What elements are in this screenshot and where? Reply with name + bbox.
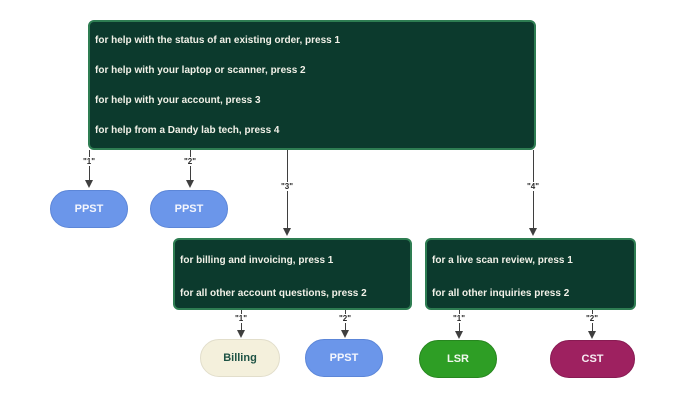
- node-label: PPST: [174, 203, 204, 215]
- arrowhead-icon: [454, 331, 463, 339]
- edge-label: "2": [584, 314, 600, 323]
- arrowhead-icon: [282, 228, 291, 236]
- node-billing: Billing: [200, 339, 280, 377]
- node-label: PPST: [74, 203, 104, 215]
- node-label: Billing: [223, 352, 257, 364]
- arrowhead-icon: [587, 331, 596, 339]
- node-ppst-3: PPST: [305, 339, 383, 377]
- edge-label: "1": [81, 157, 97, 166]
- lab-option-1: for a live scan review, press 1: [432, 255, 573, 266]
- menu-option-1: for help with the status of an existing …: [95, 35, 341, 46]
- menu-option-2: for help with your laptop or scanner, pr…: [95, 65, 306, 76]
- lab-option-2: for all other inquiries press 2: [432, 288, 570, 299]
- node-label: CST: [581, 353, 604, 365]
- account-menu-box: for billing and invoicing, press 1 for a…: [173, 238, 412, 310]
- lab-tech-menu-box: for a live scan review, press 1 for all …: [425, 238, 636, 310]
- arrowhead-icon: [185, 180, 194, 188]
- node-ppst-2: PPST: [150, 190, 228, 228]
- edge-label: "3": [279, 182, 295, 191]
- node-ppst-1: PPST: [50, 190, 128, 228]
- menu-option-4: for help from a Dandy lab tech, press 4: [95, 125, 280, 136]
- account-option-1: for billing and invoicing, press 1: [180, 255, 334, 266]
- arrowhead-icon: [236, 330, 245, 338]
- node-cst: CST: [550, 340, 635, 378]
- edge-label: "2": [182, 157, 198, 166]
- main-menu-box: for help with the status of an existing …: [88, 20, 536, 150]
- edge-label: "1": [233, 314, 249, 323]
- account-option-2: for all other account questions, press 2: [180, 288, 367, 299]
- node-lsr: LSR: [419, 340, 497, 378]
- edge-label: "1": [451, 314, 467, 323]
- node-label: LSR: [447, 353, 469, 365]
- node-label: PPST: [329, 352, 359, 364]
- arrowhead-icon: [340, 330, 349, 338]
- arrowhead-icon: [528, 228, 537, 236]
- edge-label: "4": [525, 182, 541, 191]
- menu-option-3: for help with your account, press 3: [95, 95, 261, 106]
- arrowhead-icon: [84, 180, 93, 188]
- edge-label: "2": [337, 314, 353, 323]
